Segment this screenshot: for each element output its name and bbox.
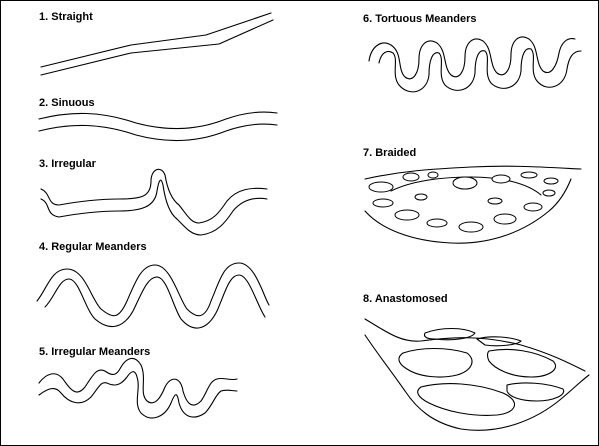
bar-island (453, 177, 477, 189)
bar-island (415, 194, 427, 200)
irregular-channel-drawing (41, 169, 267, 235)
bar-island (492, 175, 510, 183)
braided-channel-drawing (365, 166, 581, 243)
straight-channel-drawing (41, 13, 273, 75)
bar-island (427, 219, 447, 227)
sinuous-channel-drawing (39, 112, 277, 140)
bar-island (544, 178, 558, 184)
bar-island (395, 210, 419, 220)
bar-island (524, 203, 542, 211)
bar-island (369, 182, 393, 192)
bar-island (521, 172, 537, 178)
bar-island (373, 199, 393, 207)
bar-island (494, 214, 516, 224)
bar-island (428, 172, 438, 178)
bar-island (488, 198, 502, 204)
regular-meanders-drawing (37, 263, 269, 328)
bar-island (403, 173, 419, 181)
tortuous-meanders-drawing (369, 37, 581, 92)
bar-island (459, 222, 483, 232)
anastomosed-channel-drawing (365, 319, 589, 430)
bar-island (543, 190, 555, 196)
irregular-meanders-drawing (39, 358, 237, 418)
